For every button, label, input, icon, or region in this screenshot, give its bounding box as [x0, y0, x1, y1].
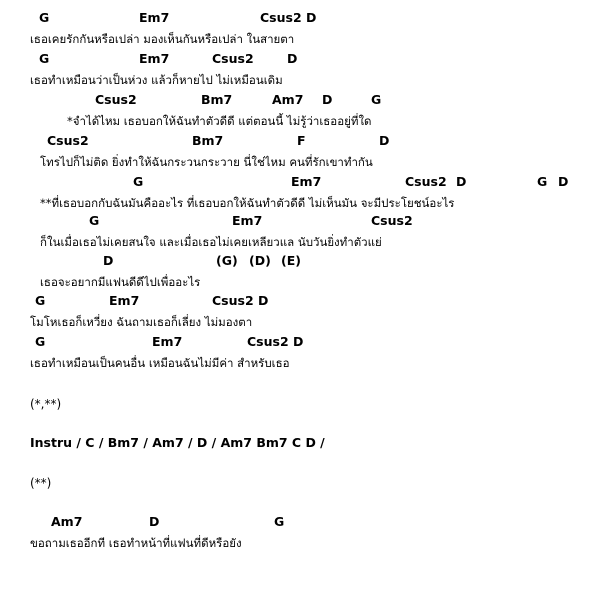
chord: G	[39, 10, 50, 25]
lyric-line: **ที่เธอบอกกับฉันมันคืออะไร ที่เธอบอกให้…	[40, 196, 455, 210]
lyric-line: โมโหเธอก็เหวี่ยง ฉันถามเธอก็เลี่ยง ไม่มอ…	[30, 315, 253, 329]
chord: D	[558, 174, 569, 189]
chord: Csus2 D	[260, 10, 317, 25]
chord: Csus2 D	[247, 334, 304, 349]
chord: Am7	[51, 514, 83, 529]
chord: G	[537, 174, 548, 189]
chord: Em7	[109, 293, 140, 308]
chord: G	[35, 293, 46, 308]
lyric-line: เธอจะอยากมีแฟนดีดีไปเพื่ออะไร	[40, 275, 201, 289]
chord: D	[379, 133, 390, 148]
lyric-line: เธอทำเหมือนว่าเป็นห่วง แล้วก็หายไป ไม่เห…	[30, 73, 283, 87]
chord: D	[103, 253, 114, 268]
chord: D	[149, 514, 160, 529]
chord: (E)	[281, 253, 301, 268]
chord: Csus2	[405, 174, 447, 189]
chord: (D)	[249, 253, 271, 268]
chord: Csus2	[95, 92, 137, 107]
chord: Bm7	[192, 133, 224, 148]
chord: Em7	[152, 334, 183, 349]
lyric-line: เธอทำเหมือนเป็นคนอื่น เหมือนฉันไม่มีค่า …	[30, 356, 290, 370]
lyric-line: เธอเคยรักกันหรือเปล่า มองเห็นกันหรือเปล่…	[30, 32, 295, 46]
chord: Em7	[139, 10, 170, 25]
chord: Bm7	[201, 92, 233, 107]
repeat-marker: (**)	[30, 476, 52, 490]
chord: Csus2 D	[212, 293, 269, 308]
repeat-marker: (*,**)	[30, 397, 62, 411]
chord: G	[274, 514, 285, 529]
instrumental-line: Instru / C / Bm7 / Am7 / D / Am7 Bm7 C D…	[30, 435, 325, 450]
chord: Em7	[232, 213, 263, 228]
lyric-line: โทรไปก็ไม่ติด ยิ่งทำให้ฉันกระวนกระวาย นี…	[40, 155, 373, 169]
lyric-line: ขอถามเธออีกที เธอทำหน้าที่แฟนที่ดีหรือยั…	[30, 536, 242, 550]
chord: G	[371, 92, 382, 107]
chord: Csus2	[371, 213, 413, 228]
chord: G	[35, 334, 46, 349]
chord: Csus2	[47, 133, 89, 148]
chord: Em7	[291, 174, 322, 189]
chord: G	[89, 213, 100, 228]
chord: G	[133, 174, 144, 189]
lyric-line: ก็ในเมื่อเธอไม่เคยสนใจ และเมื่อเธอไม่เคย…	[40, 235, 382, 249]
chord: G	[39, 51, 50, 66]
chord: D	[456, 174, 467, 189]
chord: F	[297, 133, 306, 148]
chord: Am7	[272, 92, 304, 107]
chord: (G)	[216, 253, 238, 268]
lyric-line: *จำได้ไหม เธอบอกให้ฉันทำตัวดีดี แต่ตอนนี…	[67, 114, 372, 128]
chord: Em7	[139, 51, 170, 66]
chord: D	[322, 92, 333, 107]
chord: D	[287, 51, 298, 66]
chord: Csus2	[212, 51, 254, 66]
